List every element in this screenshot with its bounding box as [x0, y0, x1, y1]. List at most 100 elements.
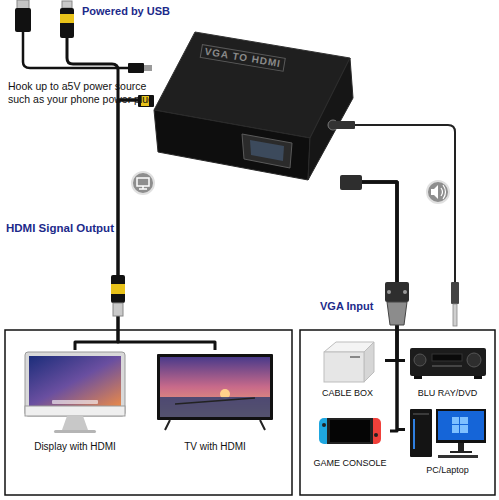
vga-screw — [403, 290, 407, 294]
pc-light — [413, 419, 415, 449]
vga-port-pins — [250, 140, 284, 161]
pc-monitor — [436, 409, 486, 443]
device-caption: Display with HDMI — [34, 441, 116, 453]
vga-plug — [385, 282, 409, 302]
receiver-knob — [467, 353, 481, 367]
audio-plug — [335, 121, 355, 129]
usb-cable — [23, 30, 132, 68]
tv-water — [160, 397, 270, 417]
micro-usb-plug — [128, 63, 144, 73]
cable-connector — [75, 100, 150, 350]
device-card: TV with HDMI — [150, 350, 280, 458]
display-icon-stand — [139, 186, 147, 189]
console-stick — [374, 433, 378, 437]
monitor-dock — [52, 400, 98, 404]
hdmi-plug — [111, 275, 125, 303]
pc-logo-pane — [452, 417, 459, 424]
vga-port — [242, 134, 292, 168]
vga-plug-shell — [387, 302, 407, 325]
console-art — [315, 408, 385, 453]
pc-art — [408, 405, 488, 460]
device-card: GAME CONSOLE — [310, 408, 390, 474]
adapter-side — [308, 58, 353, 180]
tv-screen — [160, 357, 270, 417]
monitor-chin — [25, 406, 125, 416]
pc-logo-pane — [460, 425, 468, 433]
usb-a-metal — [17, 0, 29, 9]
usb-a-plug — [15, 8, 31, 32]
box-side — [364, 342, 374, 382]
output-frame — [5, 330, 292, 495]
micro-usb-tip — [144, 65, 152, 71]
device-caption: GAME CONSOLE — [313, 457, 386, 469]
device-caption: CABLE BOX — [322, 387, 373, 399]
tv-pier — [175, 398, 255, 404]
monitor-bezel — [25, 352, 125, 416]
audio-plug — [451, 282, 459, 304]
pc-tower — [410, 409, 432, 457]
monitor-stand — [62, 416, 88, 430]
hdmi-port-band — [141, 96, 149, 106]
console-body — [327, 418, 373, 444]
hdmi-port-plug — [138, 95, 154, 107]
hdmi-plug-tip — [62, 1, 72, 8]
receiver-buttons — [432, 365, 462, 367]
audio-icon-waves — [441, 185, 446, 199]
adapter-front — [154, 110, 310, 180]
signal-label: VGA Input — [320, 300, 390, 313]
console-screen — [330, 420, 370, 442]
tv-art — [155, 350, 275, 435]
adapter-box: VGA TO HDMI — [150, 30, 355, 185]
audio-plug-tip — [453, 304, 457, 326]
display-icon-screen — [137, 178, 149, 186]
audio-cable — [355, 125, 455, 284]
receiver-body — [410, 348, 486, 376]
receiver-art — [408, 338, 488, 383]
receiver-foot — [474, 376, 482, 379]
device-caption: PC/Laptop — [426, 464, 469, 476]
tv-frame — [157, 354, 273, 420]
pc-logo-pane — [452, 425, 459, 433]
hdmi-plug-band — [60, 14, 74, 23]
device-caption: TV with HDMI — [184, 441, 246, 453]
vga-screw — [387, 290, 391, 294]
device-caption: BLU RAY/DVD — [418, 387, 477, 399]
hdmi-plug-tip — [113, 303, 123, 316]
pc-logo-pane — [460, 417, 468, 424]
receiver-display — [432, 354, 462, 361]
audio-icon — [427, 181, 449, 203]
signal-label: HDMI Signal Output — [6, 222, 116, 235]
hdmi-cable — [67, 38, 118, 100]
device-card: Display with HDMI — [15, 350, 135, 458]
audio-icon-speaker — [431, 185, 438, 199]
box-front — [324, 352, 364, 382]
monitor-base — [54, 430, 96, 433]
vga-plug — [340, 175, 362, 190]
receiver-foot — [414, 376, 422, 379]
device-card: CABLE BOX — [310, 338, 385, 402]
cable-connector — [355, 182, 397, 360]
audio-jack — [328, 120, 338, 130]
monitor-screen — [29, 356, 121, 406]
pc-stand — [458, 443, 464, 451]
display-icon — [132, 172, 154, 194]
hdmi-plug — [60, 8, 74, 38]
power-hint: Hook up to a5V power source such as your… — [8, 80, 166, 106]
hdmi-plug-band — [111, 284, 125, 294]
tv-feet — [165, 420, 265, 430]
pc-screen — [438, 411, 484, 440]
cablebox-art — [320, 338, 376, 383]
power-note: Powered by USB — [82, 5, 202, 18]
console-stick — [322, 423, 326, 427]
device-card: BLU RAY/DVD — [405, 338, 490, 402]
device-card: PC/Laptop — [405, 405, 490, 475]
pc-keyboard — [438, 455, 478, 458]
monitor-art — [20, 350, 130, 435]
pc-drive — [413, 413, 429, 415]
receiver-knob — [414, 354, 426, 366]
pc-base — [450, 451, 472, 453]
